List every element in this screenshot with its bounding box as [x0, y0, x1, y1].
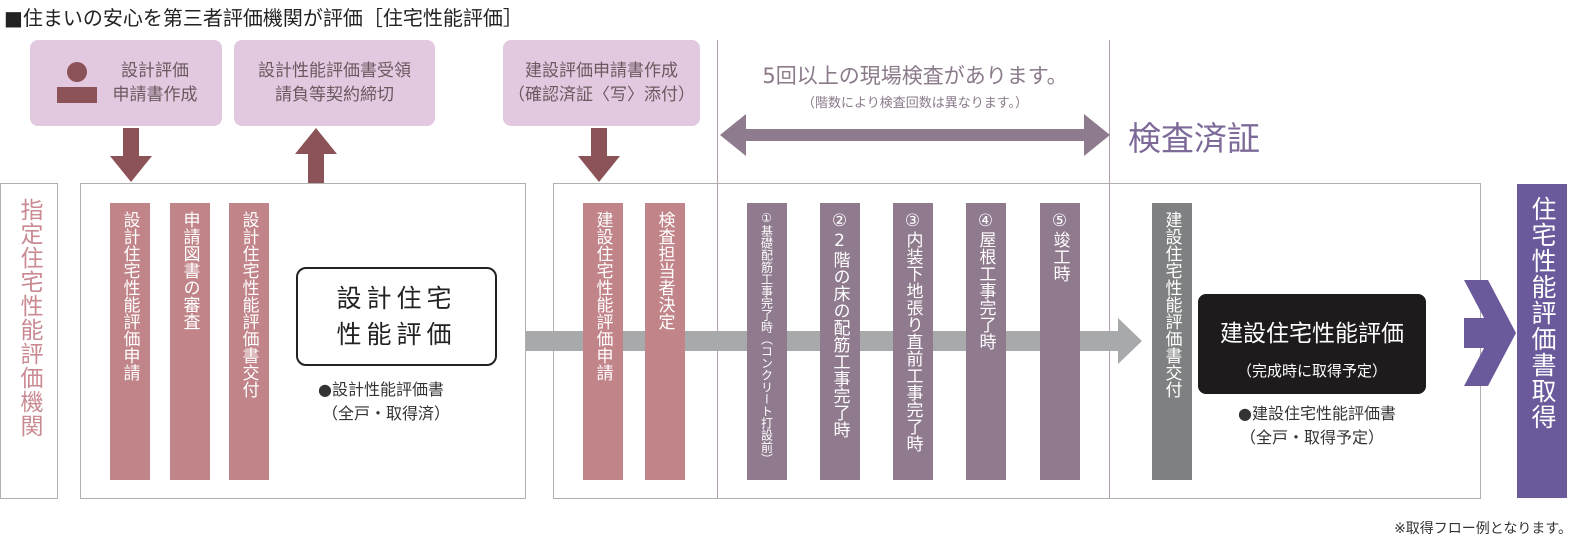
- construction-evaluation-box: 建設住宅性能評価 （完成時に取得予定）: [1198, 294, 1426, 394]
- design-eval-note: ●設計性能評価書: [318, 380, 444, 399]
- box-label: 設計評価 申請書作成: [112, 61, 198, 105]
- inspection-note: 5回以上の現場検査があります。: [762, 64, 1068, 88]
- arrow-right-icon: [1464, 280, 1516, 386]
- inspection-subnote: （階数により検査回数は異なります。）: [802, 96, 1028, 111]
- footnote: ※取得フロー例となります。: [1394, 521, 1572, 537]
- construction-application-box: 建設評価申請書作成 （確認済証〈写〉添付）: [503, 40, 700, 126]
- step-design-application: 設計住宅性能評価申請: [110, 203, 150, 480]
- divider: [1109, 40, 1110, 498]
- step-inspector-assignment: 検査担当者決定: [645, 203, 685, 480]
- final-step: 住宅性能評価書取得: [1517, 184, 1567, 498]
- inspection-1: ①基礎配筋工事完了時（コンクリート打設前）: [747, 203, 787, 480]
- contract-box: 設計性能評価書受領 請負等契約締切: [234, 40, 435, 126]
- final-label: 住宅性能評価書取得: [1528, 196, 1557, 430]
- arrow-down-icon: [110, 128, 152, 182]
- step-label: 建設住宅性能評価申請: [592, 211, 613, 381]
- step-label: ③内装下地張り直前工事完了時: [902, 211, 923, 452]
- design-phase-frame: [80, 183, 526, 499]
- step-construction-application: 建設住宅性能評価申請: [583, 203, 623, 480]
- inspection-2: ②2階の床の配筋工事完了時: [820, 203, 860, 480]
- step-label: ①基礎配筋工事完了時（コンクリート打設前）: [759, 211, 774, 465]
- step-label: 設計住宅性能評価申請: [119, 211, 140, 381]
- certificate-label: 検査済証: [1128, 119, 1260, 158]
- step-label: ④屋根工事完了時: [975, 211, 996, 350]
- inspection-5: ⑤竣工時: [1040, 203, 1080, 480]
- step-label: ⑤竣工時: [1049, 211, 1070, 282]
- page-title: ■住まいの安心を第三者評価機関が評価［住宅性能評価］: [4, 6, 523, 30]
- double-arrow-icon: [720, 114, 1110, 156]
- design-eval-note-sub: （全戸・取得済）: [322, 404, 451, 423]
- step-label: 申請図書の審査: [179, 211, 200, 330]
- arrow-down-icon: [578, 128, 620, 182]
- step-label: 設計住宅性能評価書交付: [238, 211, 259, 398]
- step-design-issue: 設計住宅性能評価書交付: [229, 203, 269, 480]
- design-evaluation-box: 設計住宅 性能評価: [296, 267, 497, 366]
- inspection-4: ④屋根工事完了時: [966, 203, 1006, 480]
- construction-eval-note: ●建設住宅性能評価書: [1238, 404, 1396, 423]
- divider: [717, 40, 718, 498]
- person-icon: [56, 62, 97, 103]
- construction-eval-sub: （完成時に取得予定）: [1236, 362, 1387, 380]
- step-construction-issue: 建設住宅性能評価書交付: [1152, 203, 1192, 480]
- step-label: 検査担当者決定: [654, 211, 675, 330]
- design-application-box: 設計評価 申請書作成: [30, 40, 222, 126]
- inspection-3: ③内装下地張り直前工事完了時: [893, 203, 933, 480]
- arrow-up-icon: [295, 128, 337, 184]
- step-label: 建設住宅性能評価書交付: [1161, 211, 1182, 398]
- step-label: ②2階の床の配筋工事完了時: [829, 211, 850, 438]
- step-document-review: 申請図書の審査: [170, 203, 210, 480]
- agency-label-box: 指定住宅性能評価機関: [0, 183, 58, 499]
- construction-eval-title: 建設住宅性能評価: [1220, 321, 1404, 347]
- construction-eval-note-sub: （全戸・取得予定）: [1240, 428, 1385, 447]
- agency-label: 指定住宅性能評価機関: [16, 198, 42, 438]
